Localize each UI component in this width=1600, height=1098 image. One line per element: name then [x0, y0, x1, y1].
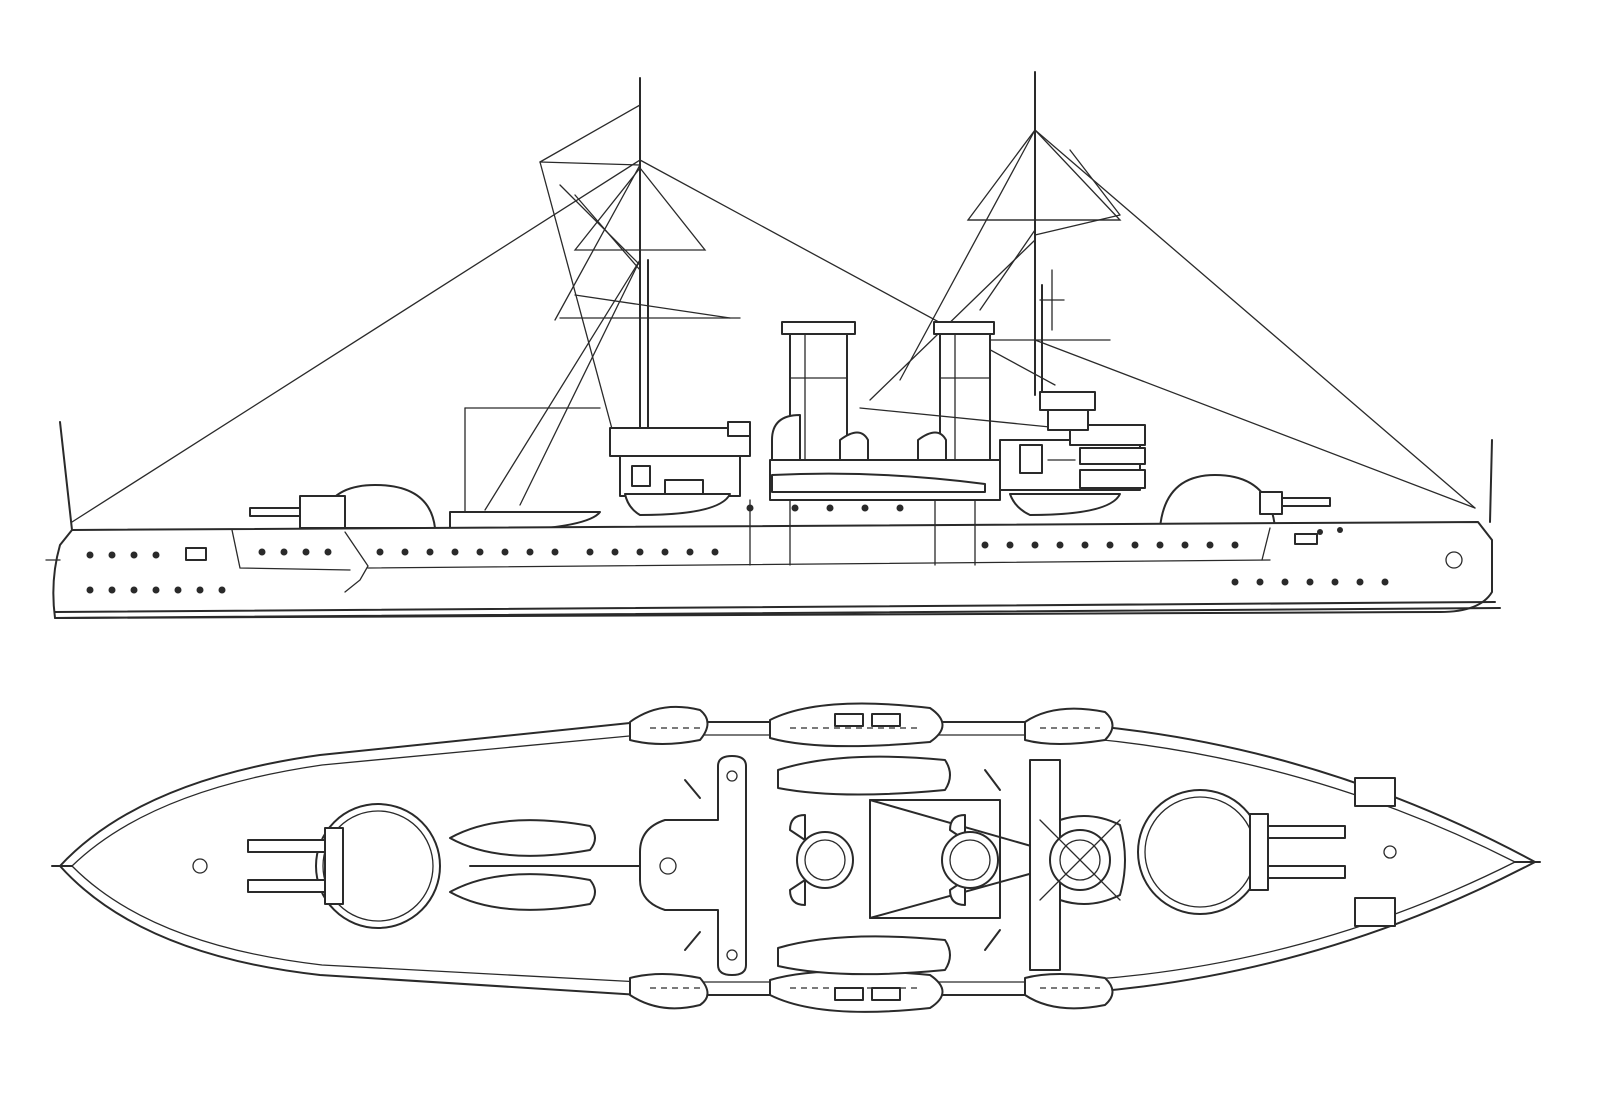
stern-fitting-plan — [1383, 845, 1397, 859]
aft-funnel-plan — [941, 831, 999, 889]
portholes-upper — [86, 504, 1343, 559]
forward-superstructure — [609, 421, 751, 497]
stern-hatch-bottom — [1354, 897, 1396, 927]
rigging-lines — [71, 104, 1476, 523]
deck-boats-forward — [449, 819, 669, 911]
plan-view — [51, 702, 1541, 1013]
fore-mast — [464, 77, 741, 513]
aft-funnel — [933, 321, 995, 463]
midships-deckhouse — [769, 407, 1061, 501]
aft-superstructure — [999, 391, 1146, 491]
plan-boats-top — [629, 702, 1114, 748]
side-elevation-view — [45, 71, 1501, 619]
fore-funnel-plan — [796, 831, 854, 889]
fore-funnel — [781, 321, 856, 463]
plan-boats-bottom — [629, 970, 1114, 1013]
forward-bridge-plan — [639, 755, 747, 976]
aft-main-guns — [1259, 491, 1331, 515]
portholes-lower — [86, 578, 1389, 594]
aft-barbette-hood — [1159, 474, 1276, 529]
bow-fitting-plan — [192, 858, 208, 874]
stern-hatch-top — [1354, 777, 1396, 807]
fore-main-guns — [249, 495, 346, 529]
fore-turret-plan — [247, 803, 441, 929]
aft-turret-plan — [1137, 789, 1346, 915]
aft-bridge-plan — [984, 759, 1126, 971]
main-mast — [959, 71, 1122, 396]
